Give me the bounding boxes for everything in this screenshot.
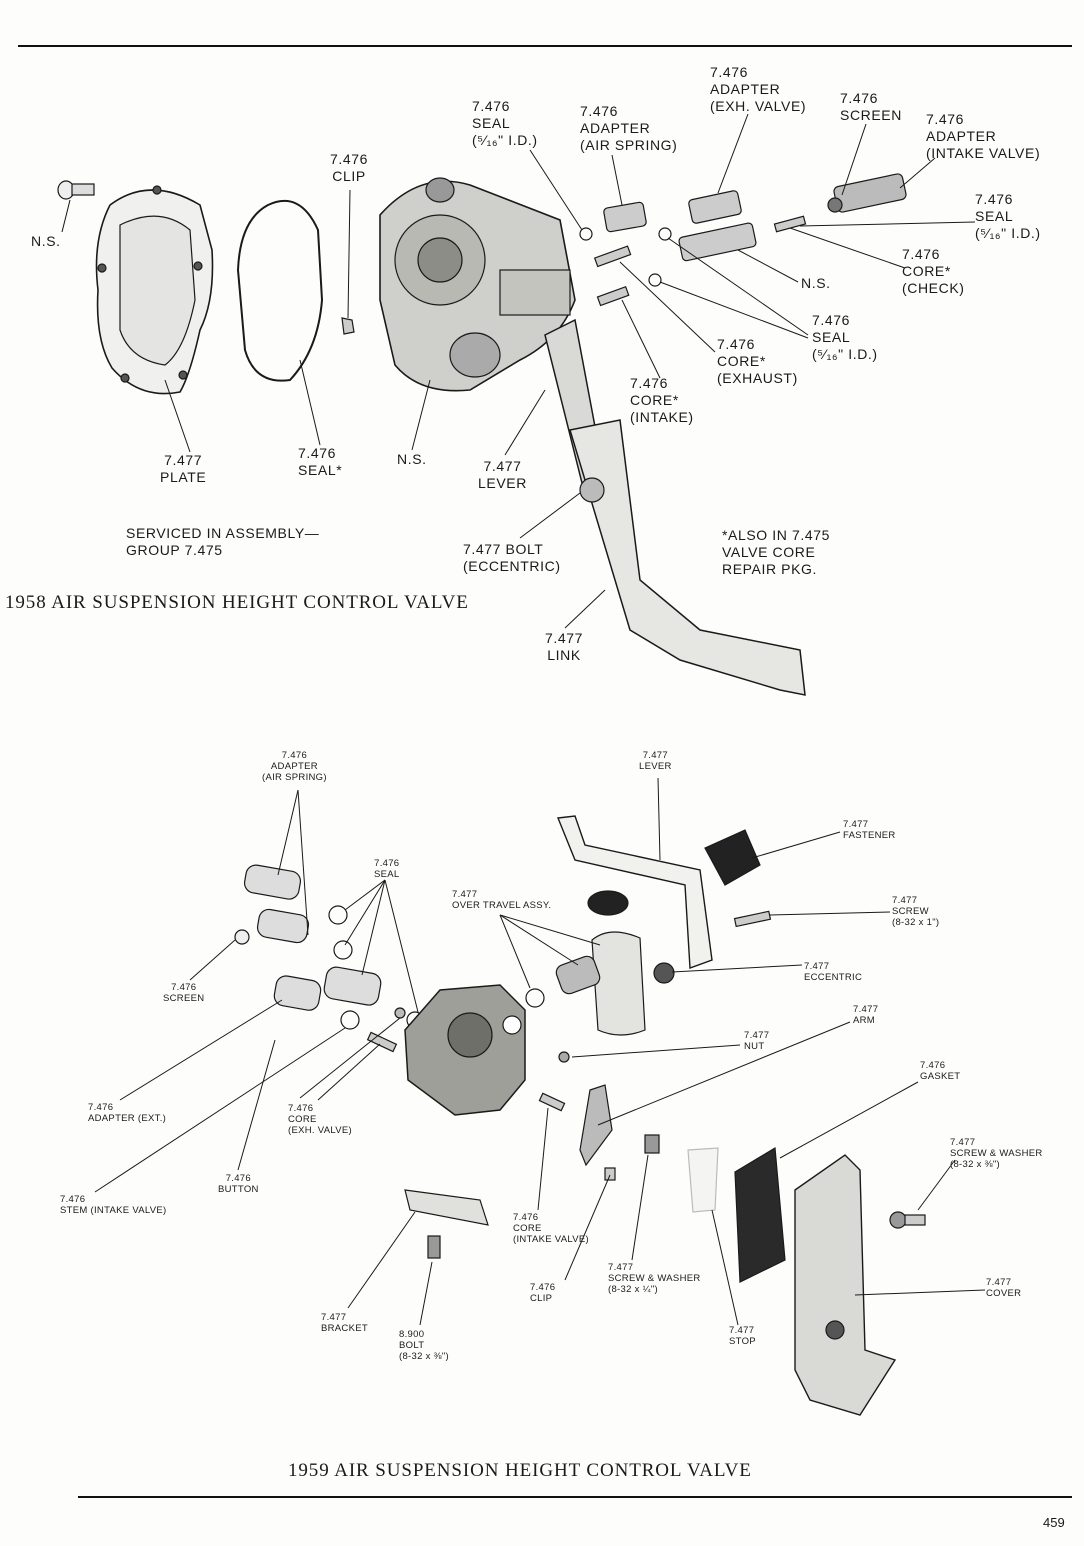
title-1958: 1958 AIR SUSPENSION HEIGHT CONTROL VALVE [5, 592, 469, 613]
valve-body-1958 [379, 177, 576, 392]
link-part [569, 419, 806, 696]
label-ns-body: N.S. [397, 451, 427, 467]
gasket-1959-part [734, 1146, 786, 1283]
adapter-air-spring-a [243, 864, 302, 900]
eccentric-bolt-part [579, 477, 605, 503]
title-1959: 1959 AIR SUSPENSION HEIGHT CONTROL VALVE [288, 1460, 752, 1481]
page-number: 459 [1043, 1515, 1065, 1530]
clip-part [341, 317, 355, 335]
lever-1959-part [557, 815, 713, 969]
cover-part [794, 1154, 897, 1416]
ns-screw-part [57, 180, 95, 200]
adapter-air-spring-b [256, 908, 310, 944]
label-ns-stem: N.S. [801, 275, 831, 291]
label-bolt-eccentric: 7.477 BOLT(ECCENTRIC) [463, 541, 561, 574]
seal-gasket-part [236, 200, 324, 382]
note-serviced-in-assembly: SERVICED IN ASSEMBLY—GROUP 7.475 [126, 525, 320, 558]
valve-body-1959 [404, 984, 526, 1116]
label-ns-screw: N.S. [31, 233, 61, 249]
